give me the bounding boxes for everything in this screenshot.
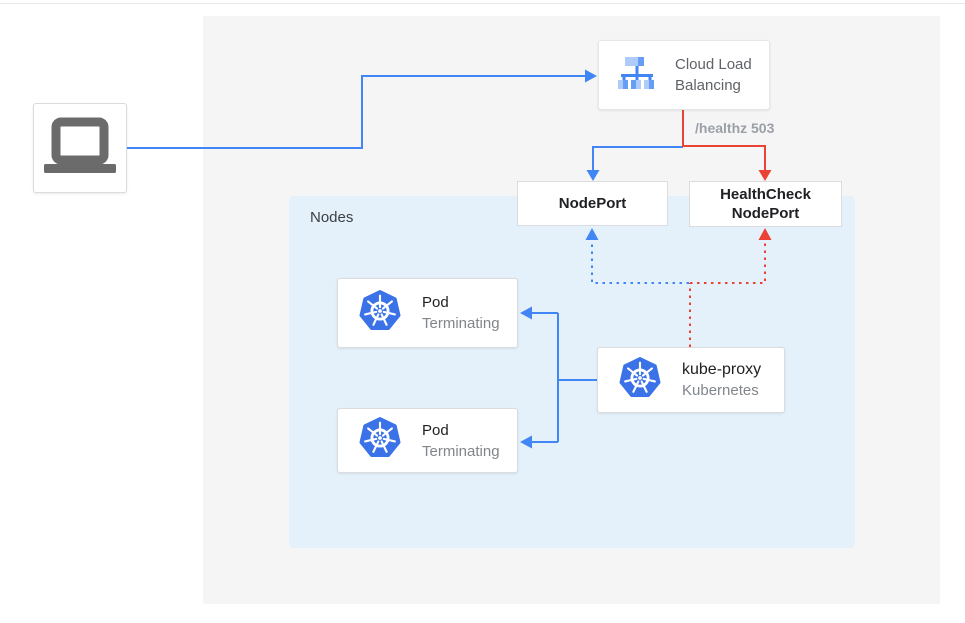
kube-proxy-subtitle: Kubernetes — [682, 382, 759, 399]
cloud-load-balancing-node: Cloud Load Balancing — [598, 40, 770, 110]
kubernetes-icon — [619, 356, 661, 404]
nodeport-node: NodePort — [517, 181, 668, 226]
kube-proxy-node: kube-proxy Kubernetes — [597, 347, 785, 413]
top-divider — [0, 3, 965, 4]
healthcheck-nodeport-label-line1: HealthCheck — [720, 186, 811, 203]
pod-status: Terminating — [422, 442, 500, 460]
healthz-status-label: /healthz 503 — [695, 120, 775, 136]
pod-status: Terminating — [422, 315, 500, 332]
cloud-load-balancing-label: Cloud Load Balancing — [675, 56, 752, 94]
nodes-label: Nodes — [310, 209, 354, 226]
kubernetes-icon — [359, 417, 401, 464]
kube-proxy-title: kube-proxy — [682, 361, 762, 378]
cloud-load-balancing-icon — [615, 56, 659, 94]
laptop-icon — [42, 113, 118, 184]
healthcheck-nodeport-node: HealthCheck NodePort — [689, 181, 842, 227]
kubernetes-icon — [359, 289, 401, 337]
pod-title: Pod — [422, 294, 449, 311]
pod-node-2: Pod Terminating — [337, 408, 518, 473]
healthcheck-nodeport-label-line2: NodePort — [731, 205, 800, 222]
pod-title: Pod — [422, 421, 449, 439]
nodeport-label: NodePort — [558, 195, 627, 212]
pod-node-1: Pod Terminating — [337, 278, 518, 348]
client-node — [33, 103, 127, 193]
